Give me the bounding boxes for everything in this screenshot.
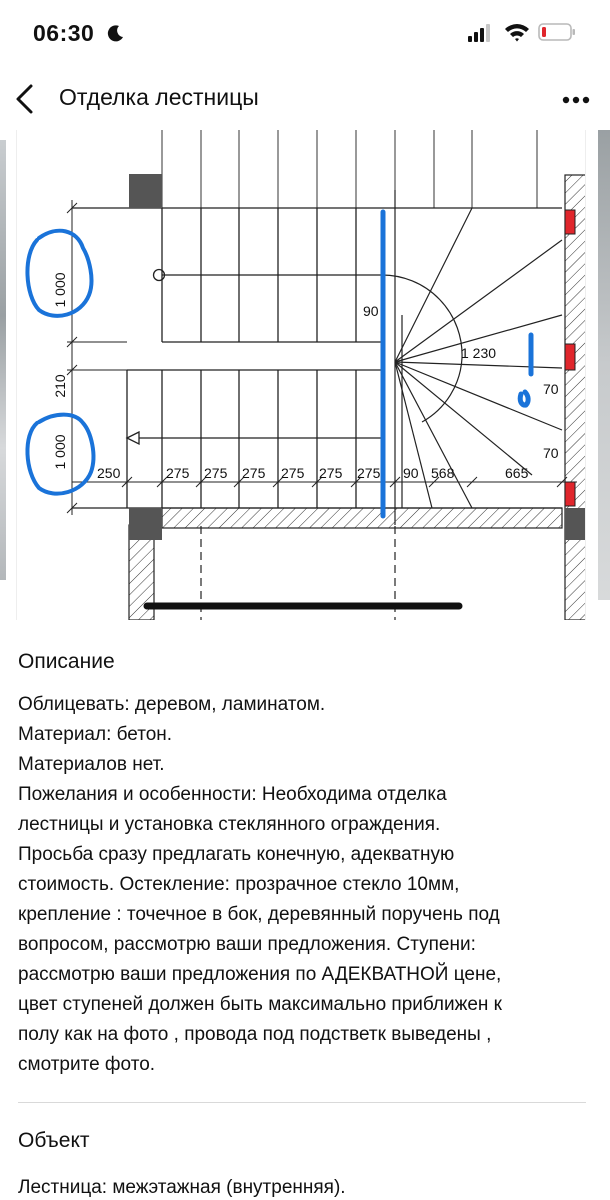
dim-bottom-8: 568 bbox=[431, 465, 455, 481]
description-line: Просьба сразу предлагать конечную, адекв… bbox=[18, 844, 455, 865]
description-line: Облицевать: деревом, ламинатом. bbox=[18, 694, 326, 715]
winder-steps bbox=[200, 190, 563, 620]
object-line: Лестница: межэтажная (внутренняя). bbox=[18, 1177, 346, 1198]
bottom-slab bbox=[161, 507, 563, 529]
signal-icon bbox=[468, 24, 490, 42]
description-line: лестницы и установка стеклянного огражде… bbox=[18, 814, 441, 835]
battery-icon bbox=[538, 23, 575, 41]
description-line: рассмотрю ваши предложения по АДЕКВАТНОЙ… bbox=[18, 964, 502, 985]
page-title: Отделка лестницы bbox=[59, 84, 259, 110]
description-line: смотрите фото. bbox=[18, 1054, 156, 1075]
dim-bottom-9: 665 bbox=[505, 465, 529, 481]
dim-bottom-1: 275 bbox=[166, 465, 190, 481]
description-line: Материал: бетон. bbox=[18, 724, 173, 745]
description-line: цвет ступеней должен быть максимально пр… bbox=[18, 994, 502, 1015]
nav-bar: Отделка лестницы bbox=[0, 70, 610, 130]
description-line: Материалов нет. bbox=[18, 754, 165, 775]
dim-bottom-3: 275 bbox=[242, 465, 266, 481]
description-line: полу как на фото , провода под подстветк… bbox=[18, 1024, 492, 1045]
moon-icon bbox=[107, 25, 123, 42]
dim-inner-0: 90 bbox=[363, 303, 379, 319]
post-top-left bbox=[129, 174, 162, 208]
description-title: Описание bbox=[18, 650, 115, 673]
description-line: Пожелания и особенности: Необходима отде… bbox=[18, 784, 447, 805]
description-line: крепление : точечное в бок, деревянный п… bbox=[18, 904, 500, 925]
description-body: Облицевать: деревом, ламинатом. Материал… bbox=[18, 690, 598, 1080]
post-bottom-right bbox=[565, 508, 585, 540]
dim-bottom-2: 275 bbox=[204, 465, 228, 481]
dim-left-middle: 210 bbox=[52, 374, 68, 398]
dim-bottom-7: 90 bbox=[403, 465, 419, 481]
section-divider bbox=[18, 1102, 586, 1103]
object-title: Объект bbox=[18, 1129, 90, 1152]
dim-left-bottom: 1 000 bbox=[52, 434, 68, 469]
upper-flight bbox=[72, 207, 562, 343]
blue-annotations bbox=[25, 209, 534, 519]
dim-bottom-0: 250 bbox=[97, 465, 121, 481]
more-button[interactable] bbox=[556, 88, 596, 112]
description-line: вопросом, рассмотрю ваши предложения. Ст… bbox=[18, 934, 476, 955]
dim-inner-2: 70 bbox=[543, 381, 559, 397]
dim-inner-1: 1 230 bbox=[461, 345, 496, 361]
staircase-drawing[interactable]: 1 000 210 1 000 250 275 275 275 275 275 … bbox=[16, 130, 586, 620]
status-bar: 06:30 bbox=[0, 0, 610, 70]
dim-bottom-4: 275 bbox=[281, 465, 305, 481]
chevron-left-icon bbox=[16, 84, 33, 114]
previous-photo-edge[interactable] bbox=[0, 140, 6, 580]
wifi-icon bbox=[505, 24, 529, 42]
bottom-dimension-line bbox=[72, 476, 577, 488]
staircase-plan: 1 000 210 1 000 250 275 275 275 275 275 … bbox=[25, 130, 585, 620]
status-time: 06:30 bbox=[33, 20, 95, 46]
left-dimension-line bbox=[66, 200, 127, 515]
next-photo-edge[interactable] bbox=[598, 130, 610, 600]
dim-inner-3: 70 bbox=[543, 445, 559, 461]
right-wall bbox=[564, 174, 585, 620]
tread-lines-top bbox=[161, 130, 538, 208]
ellipsis-icon bbox=[562, 96, 590, 104]
red-markers bbox=[564, 209, 576, 507]
dim-bottom-5: 275 bbox=[319, 465, 343, 481]
description-line: стоимость. Остекление: прозрачное стекло… bbox=[18, 874, 460, 895]
post-bottom-left bbox=[129, 508, 162, 540]
dim-bottom-6: 275 bbox=[357, 465, 381, 481]
dim-left-top: 1 000 bbox=[52, 272, 68, 307]
back-button[interactable] bbox=[10, 82, 40, 116]
